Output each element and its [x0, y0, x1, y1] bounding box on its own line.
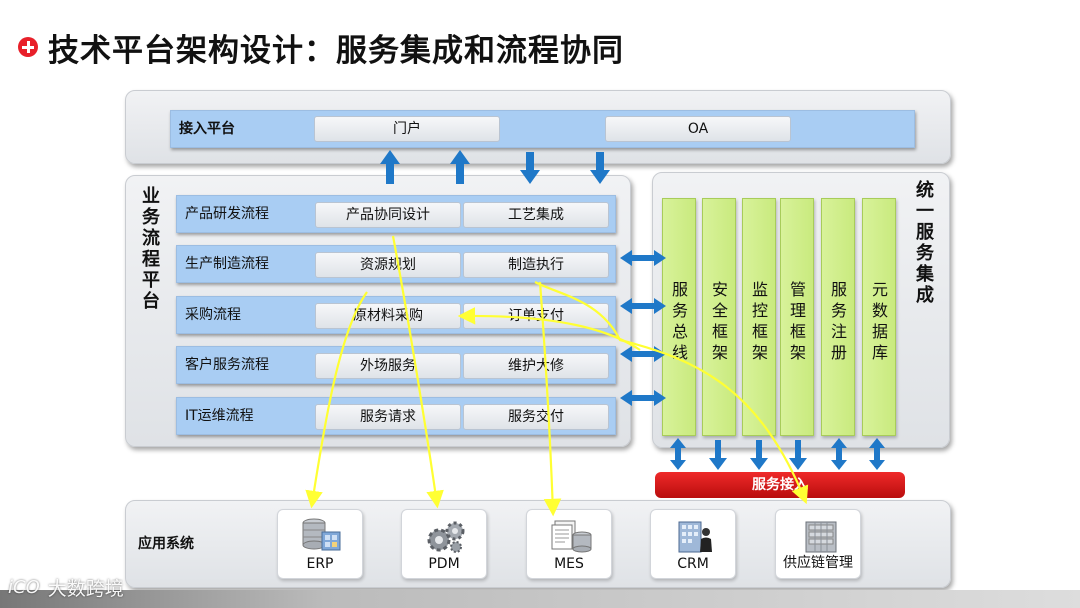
app-name: PDM [428, 556, 460, 572]
app-systems-label: 应用系统 [138, 536, 194, 552]
page-title-bar: 技术平台架构设计：服务集成和流程协同 [18, 22, 624, 72]
app-name: ERP [306, 556, 334, 572]
service-column-bus[interactable]: 服务总线 [662, 198, 696, 436]
app-card-supply-chain[interactable]: 供应链管理 [775, 509, 861, 579]
portal-box[interactable]: 门户 [314, 116, 500, 142]
service-column-label: 监控框架 [752, 280, 769, 362]
page-title: 技术平台架构设计：服务集成和流程协同 [48, 32, 624, 69]
unified-service-label: 统一服务集成 [916, 180, 934, 306]
app-name: 供应链管理 [783, 555, 853, 571]
process-row-label: IT运维流程 [185, 408, 254, 424]
oa-box[interactable]: OA [605, 116, 791, 142]
process-item-box[interactable]: 资源规划 [315, 252, 461, 278]
service-column-registry[interactable]: 服务注册 [821, 198, 855, 436]
bottom-strip [0, 590, 1080, 608]
documents-database-icon [551, 520, 592, 553]
watermark-text: 大数跨境 [47, 578, 124, 600]
gears-icon [427, 521, 465, 553]
process-item-box[interactable]: 工艺集成 [463, 202, 609, 228]
process-row-label: 生产制造流程 [185, 256, 269, 272]
app-card-mes[interactable]: MES [526, 509, 612, 579]
process-row-procurement: 采购流程 原材料采购 订单支付 [176, 296, 616, 334]
process-row-label: 客户服务流程 [185, 357, 269, 373]
service-column-label: 管理框架 [790, 280, 807, 362]
process-row-rd: 产品研发流程 产品协同设计 工艺集成 [176, 195, 616, 233]
database-server-icon [302, 518, 341, 551]
red-plus-bullet-icon [18, 37, 38, 57]
process-item-box[interactable]: 维护大修 [463, 353, 609, 379]
process-item-box[interactable]: 原材料采购 [315, 303, 461, 329]
server-rack-icon [805, 521, 837, 553]
process-row-label: 产品研发流程 [185, 206, 269, 222]
access-platform-band: 接入平台 门户 OA [170, 110, 915, 148]
app-card-crm[interactable]: CRM [650, 509, 736, 579]
process-row-it-ops: IT运维流程 服务请求 服务交付 [176, 397, 616, 435]
business-platform-label: 业务流程平台 [142, 186, 160, 312]
process-row-manufacturing: 生产制造流程 资源规划 制造执行 [176, 245, 616, 283]
process-item-box[interactable]: 订单支付 [463, 303, 609, 329]
service-column-label: 元数据库 [872, 280, 889, 362]
app-card-erp[interactable]: ERP [277, 509, 363, 579]
process-item-box[interactable]: 制造执行 [463, 252, 609, 278]
service-column-metadata[interactable]: 元数据库 [862, 198, 896, 436]
service-column-management[interactable]: 管理框架 [780, 198, 814, 436]
service-column-monitoring[interactable]: 监控框架 [742, 198, 776, 436]
process-row-customer-service: 客户服务流程 外场服务 维护大修 [176, 346, 616, 384]
process-item-box[interactable]: 产品协同设计 [315, 202, 461, 228]
service-column-label: 服务注册 [831, 280, 848, 362]
app-name: MES [554, 556, 584, 572]
process-item-box[interactable]: 外场服务 [315, 353, 461, 379]
watermark: iCO 大数跨境 [8, 574, 124, 601]
watermark-logo: iCO [8, 577, 40, 598]
access-platform-label: 接入平台 [179, 121, 235, 137]
process-item-box[interactable]: 服务交付 [463, 404, 609, 430]
service-column-label: 安全框架 [712, 280, 729, 362]
service-access-bar[interactable]: 服务接入 [655, 472, 905, 498]
service-column-security[interactable]: 安全框架 [702, 198, 736, 436]
service-column-label: 服务总线 [672, 280, 689, 362]
process-item-box[interactable]: 服务请求 [315, 404, 461, 430]
app-card-pdm[interactable]: PDM [401, 509, 487, 579]
process-row-label: 采购流程 [185, 307, 241, 323]
office-people-icon [678, 521, 712, 553]
app-name: CRM [677, 556, 709, 572]
